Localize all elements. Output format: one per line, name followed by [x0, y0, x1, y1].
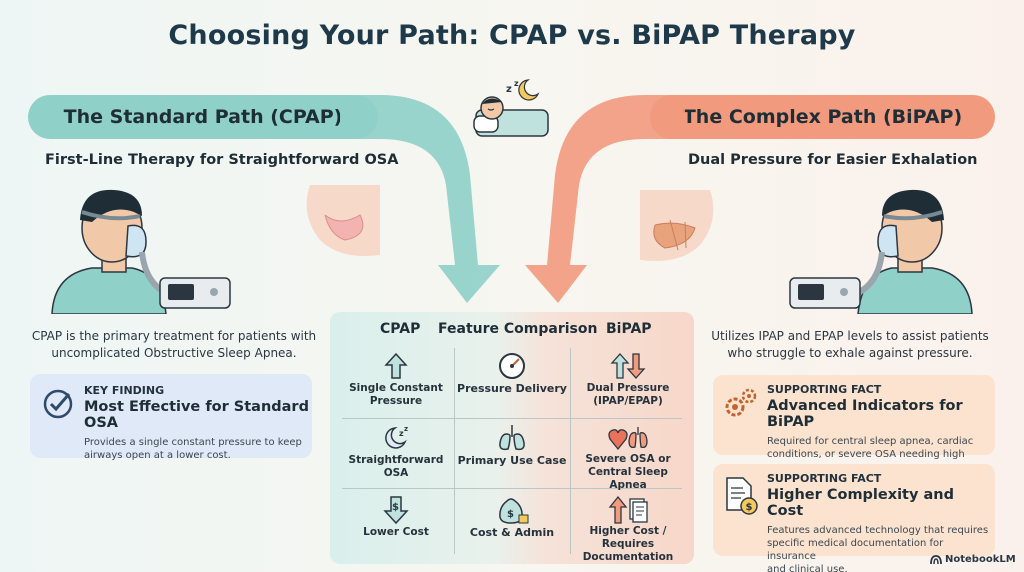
divider: [454, 348, 455, 554]
cell-label-line: Severe OSA or: [585, 453, 671, 465]
supporting-fact-card-cost: $ SUPPORTING FACT Higher Complexity and …: [713, 464, 995, 572]
cell-label-line: Single Constant: [349, 382, 443, 394]
card-body: Provides a single constant pressure to k…: [84, 436, 309, 462]
cell-label-line: Cost & Admin: [469, 526, 555, 539]
svg-text:$: $: [507, 509, 514, 520]
bipap-patient-illustration: [789, 189, 973, 314]
bipap-subhead: Dual Pressure for Easier Exhalation: [688, 152, 978, 168]
cpap-subhead: First-Line Therapy for Straightforward O…: [45, 152, 399, 168]
cell-label-line: Pressure Delivery: [457, 382, 567, 395]
card-body-line: airways open at a lower cost.: [84, 450, 231, 461]
cell-label-line: Higher Cost /: [589, 525, 667, 537]
checkmark-circle-icon: [43, 389, 73, 419]
card-title: Higher Complexity and Cost: [767, 487, 954, 519]
feature-comparison-table: CPAP Feature Comparison BiPAP Single Con…: [330, 312, 694, 564]
cpap-flow-arrow: [340, 95, 500, 303]
cpap-description: CPAP is the primary treatment for patien…: [24, 328, 324, 362]
card-kicker: SUPPORTING FACT: [767, 472, 882, 485]
cell-label: Higher Cost /Requires Documentation: [570, 525, 686, 564]
cell-label: Pressure Delivery: [457, 382, 567, 395]
card-body-line: Required for central sleep apnea, cardia…: [767, 436, 974, 447]
bipap-description: Utilizes IPAP and EPAP levels to assist …: [700, 328, 1000, 362]
table-cell-cpap-cost: $ Lower Cost: [338, 494, 454, 564]
cell-label-line: Requires Documentation: [582, 538, 674, 563]
down-arrow-dollar-icon: $: [383, 496, 409, 525]
card-body-line: Features advanced technology that requir…: [767, 525, 989, 536]
heart-lungs-icon: [608, 426, 648, 450]
gears-icon: [725, 388, 757, 417]
card-title: Most Effective for Standard OSA: [84, 399, 309, 431]
sleeping-person-icon: z z: [473, 79, 549, 137]
money-bag-icon: $: [499, 498, 529, 524]
svg-text:$: $: [392, 502, 399, 513]
key-finding-card: KEY FINDING Most Effective for Standard …: [30, 374, 312, 461]
cpap-description-line: uncomplicated Obstructive Sleep Apnea.: [51, 346, 297, 360]
table-cell-bipap-cost: Higher Cost /Requires Documentation: [570, 494, 686, 564]
cpap-path-banner: The Standard Path (CPAP): [28, 95, 378, 139]
card-kicker: SUPPORTING FACT: [767, 383, 882, 396]
notebooklm-logo-icon: [930, 554, 942, 564]
up-arrow-documents-icon: [608, 495, 648, 524]
cpap-description-line: CPAP is the primary treatment for patien…: [31, 329, 317, 343]
supporting-fact-card-indicators: SUPPORTING FACT Advanced Indicators for …: [713, 375, 995, 473]
svg-text:z: z: [506, 84, 512, 95]
cpap-patient-illustration: [51, 189, 231, 314]
table-cell-feature-pressure: Pressure Delivery: [454, 350, 570, 420]
cell-label-line: Central Sleep Apnea: [588, 466, 668, 491]
table-cell-feature-cost: $ Cost & Admin: [454, 494, 570, 564]
divider: [342, 418, 682, 419]
divider: [570, 348, 571, 554]
cell-label-line: OSA: [383, 467, 409, 479]
up-down-arrows-icon: [610, 353, 646, 379]
page-title: Choosing Your Path: CPAP vs. BiPAP Thera…: [168, 20, 856, 51]
bipap-description-line: who struggle to exhale against pressure.: [727, 346, 973, 360]
divider: [342, 488, 682, 489]
cell-label-line: Straightforward: [348, 454, 444, 466]
cell-label: Cost & Admin: [470, 526, 554, 539]
cell-label-line: Lower Cost: [363, 526, 429, 538]
bipap-path-banner: The Complex Path (BiPAP): [650, 95, 995, 139]
document-dollar-icon: $: [726, 477, 758, 515]
cell-label-line: Pressure: [369, 395, 423, 407]
pressure-gauge-icon: [499, 353, 525, 379]
table-cell-feature-use-case: Primary Use Case: [454, 422, 570, 492]
card-kicker: KEY FINDING: [84, 384, 165, 397]
cell-label: Primary Use Case: [458, 454, 567, 467]
bipap-description-line: Utilizes IPAP and EPAP levels to assist …: [711, 329, 989, 343]
card-body-line: Provides a single constant pressure to k…: [84, 437, 302, 448]
bipap-flow-arrow: [525, 95, 685, 303]
svg-text:z: z: [514, 79, 519, 88]
cpap-airway-illustration: [306, 185, 380, 256]
column-header-cpap: CPAP: [380, 321, 421, 337]
cell-label: Dual Pressure(IPAP/EPAP): [587, 382, 670, 408]
cell-label-line: Primary Use Case: [457, 454, 567, 467]
notebooklm-brand: NotebookLM: [930, 554, 1016, 565]
card-body: Features advanced technology that requir…: [767, 524, 992, 572]
card-body-line: specific medical documentation for insur…: [767, 538, 944, 562]
cell-label-line: (IPAP/EPAP): [593, 395, 663, 407]
bipap-airway-illustration: [640, 190, 714, 261]
card-title: Advanced Indicators for BiPAP: [767, 398, 963, 430]
column-header-bipap: BiPAP: [606, 321, 652, 337]
svg-text:z: z: [399, 429, 404, 438]
brand-label: NotebookLM: [945, 554, 1016, 565]
svg-text:z: z: [404, 425, 408, 433]
up-arrow-icon: [384, 352, 408, 379]
cell-label: Lower Cost: [363, 526, 429, 539]
card-body-line: and clinical use.: [767, 564, 848, 572]
table-cell-bipap-pressure: Dual Pressure(IPAP/EPAP): [570, 350, 686, 420]
svg-text:$: $: [746, 502, 753, 513]
cell-label-line: Dual Pressure: [586, 382, 670, 394]
lungs-icon: [499, 425, 525, 451]
column-header-feature: Feature Comparison: [438, 321, 598, 337]
